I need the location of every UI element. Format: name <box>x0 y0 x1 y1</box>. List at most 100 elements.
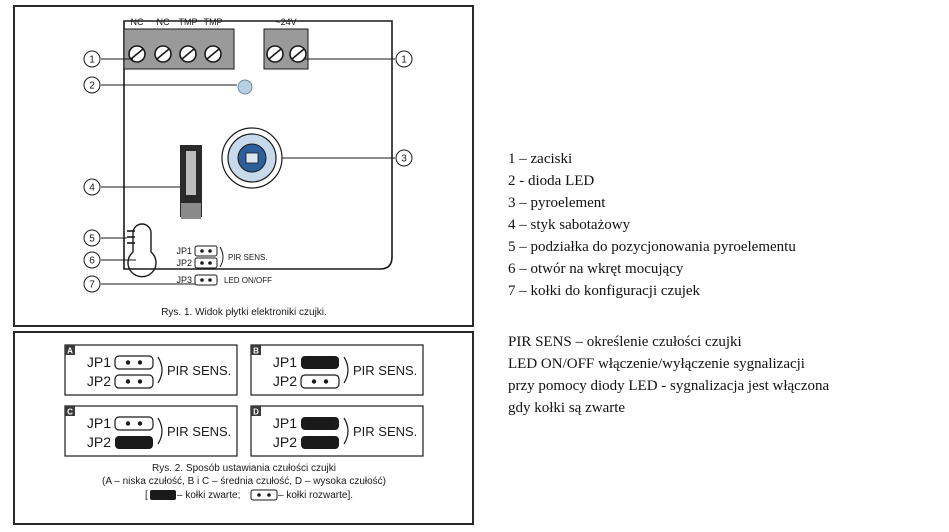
screw-terminal <box>154 45 172 63</box>
brace <box>343 417 349 445</box>
board-diagram: NC NC TMP TMP ~24V <box>83 17 413 318</box>
sensitivity-diagram: A JP1 JP2 PIR SENS. B JP1 JP2 PIR SENS. … <box>64 344 424 501</box>
svg-text:1: 1 <box>89 55 95 66</box>
note-line: LED ON/OFF włączenie/wyłączenie sygnaliz… <box>508 356 805 372</box>
jumper-jp3: JP3 <box>176 274 218 286</box>
callout-leaders <box>101 58 395 285</box>
legend-list: 1 – zaciski 2 - dioda LED 3 – pyroelemen… <box>508 148 948 302</box>
legend-item: 2 - dioda LED <box>508 173 595 189</box>
callout-4: 4 <box>83 178 101 196</box>
callout-2: 2 <box>83 76 101 94</box>
terminal-label-nc1: NC <box>131 17 144 27</box>
svg-text:7: 7 <box>89 280 95 291</box>
terminal-label-tmp2: TMP <box>204 17 223 27</box>
screw-terminal <box>128 45 146 63</box>
screw-terminals-right <box>266 45 307 63</box>
closed-jumper <box>115 436 153 449</box>
figure-1-caption: Rys. 1. Widok płytki elektroniki czujki. <box>161 307 327 318</box>
positioning-scale <box>127 230 135 244</box>
brace <box>157 356 163 384</box>
screw-terminal <box>179 45 197 63</box>
pir-sens-label: PIR SENS. <box>353 424 417 439</box>
jumper-jp1 <box>301 417 339 430</box>
led-diode <box>237 79 253 95</box>
svg-text:3: 3 <box>401 154 407 165</box>
jumper-jp2: JP2 <box>176 257 218 269</box>
pir-sens-label: PIR SENS. <box>167 363 231 378</box>
led-onoff-label: LED ON/OFF <box>224 276 272 285</box>
open-jumper <box>114 416 154 431</box>
legend-item: 1 – zaciski <box>508 151 573 167</box>
jumper-jp1 <box>114 416 154 431</box>
jumper-pin <box>125 421 131 426</box>
notes-block: PIR SENS – określenie czułości czujki LE… <box>508 331 948 419</box>
jp2-label: JP2 <box>273 373 297 389</box>
panel-d: D JP1 JP2 PIR SENS. <box>250 405 424 457</box>
legend-item: 4 – styk sabotażowy <box>508 217 631 233</box>
pyroelement <box>221 127 283 189</box>
note-line: przy pomocy diody LED - sygnalizacja jes… <box>508 378 830 394</box>
jumper-pin <box>137 421 143 426</box>
jp2-label: JP2 <box>87 373 111 389</box>
power-label: ~24V <box>275 17 296 27</box>
screw-terminals-left <box>128 45 222 63</box>
svg-text:5: 5 <box>89 234 95 245</box>
open-jumper <box>114 355 154 370</box>
figure-2-caption-line1: Rys. 2. Sposób ustawiania czułości czujk… <box>152 463 336 474</box>
terminal-label-tmp1: TMP <box>179 17 198 27</box>
callout-7: 7 <box>83 275 101 293</box>
legend-item: 5 – podziałka do pozycjonowania pyroelem… <box>508 239 796 255</box>
jumper-pin <box>323 379 329 384</box>
jumper-pin <box>137 379 143 384</box>
closed-jumper <box>301 356 339 369</box>
jumper-label-jp1: JP1 <box>176 246 192 256</box>
panel-letter: B <box>253 347 259 356</box>
figure-2-caption-line3: [ – kołki zwarte; – kołki rozwarte]. <box>145 489 353 501</box>
legend-item: 6 – otwór na wkręt mocujący <box>508 261 684 277</box>
jp1-label: JP1 <box>87 415 111 431</box>
pcb-outline <box>123 20 393 270</box>
brace <box>157 417 163 445</box>
terminal-label-nc2: NC <box>157 17 170 27</box>
jumper-jp2 <box>301 436 339 449</box>
open-jumper <box>114 374 154 389</box>
jumper-label-jp2: JP2 <box>176 258 192 268</box>
jumper-pin <box>125 379 131 384</box>
callout-1-left: 1 <box>83 50 101 68</box>
jumper-jp1 <box>114 355 154 370</box>
note-line: PIR SENS – określenie czułości czujki <box>508 334 742 350</box>
callout-1-right: 1 <box>395 50 413 68</box>
svg-text:6: 6 <box>89 256 95 267</box>
mounting-hole <box>127 223 157 278</box>
screw-terminal <box>289 45 307 63</box>
panel-c: C JP1 JP2 PIR SENS. <box>64 405 238 457</box>
legend-item: 3 – pyroelement <box>508 195 606 211</box>
legend-item: 7 – kołki do konfiguracji czujek <box>508 283 701 299</box>
jp2-label: JP2 <box>87 434 111 450</box>
figure-2-caption-line2: (A – niska czułość, B i C – średnia czuł… <box>102 476 386 487</box>
closed-jumper <box>301 417 339 430</box>
jumper-pin <box>311 379 317 384</box>
pir-sens-label: PIR SENS. <box>353 363 417 378</box>
jumper-pin <box>125 360 131 365</box>
figure-2-sensitivity-settings: A JP1 JP2 PIR SENS. B JP1 JP2 PIR SENS. … <box>13 331 474 525</box>
open-jumper <box>300 374 340 389</box>
tamper-switch <box>180 145 202 219</box>
jp1-label: JP1 <box>87 354 111 370</box>
jp1-label: JP1 <box>273 354 297 370</box>
brace <box>343 356 349 384</box>
jumper-jp2 <box>300 374 340 389</box>
svg-text:1: 1 <box>401 55 407 66</box>
jumper-label-jp3: JP3 <box>176 275 192 285</box>
jumper-brace <box>219 246 224 268</box>
jumper-jp1 <box>301 356 339 369</box>
jp2-label: JP2 <box>273 434 297 450</box>
pir-sens-label: PIR SENS. <box>167 424 231 439</box>
panel-b: B JP1 JP2 PIR SENS. <box>250 344 424 396</box>
figure-1-board-view: NC NC TMP TMP ~24V <box>13 5 474 327</box>
callout-5: 5 <box>83 229 101 247</box>
jumper-jp1: JP1 <box>176 245 218 257</box>
closed-jumper-symbol <box>150 490 176 500</box>
jumper-jp2 <box>114 374 154 389</box>
svg-text:2: 2 <box>89 81 95 92</box>
